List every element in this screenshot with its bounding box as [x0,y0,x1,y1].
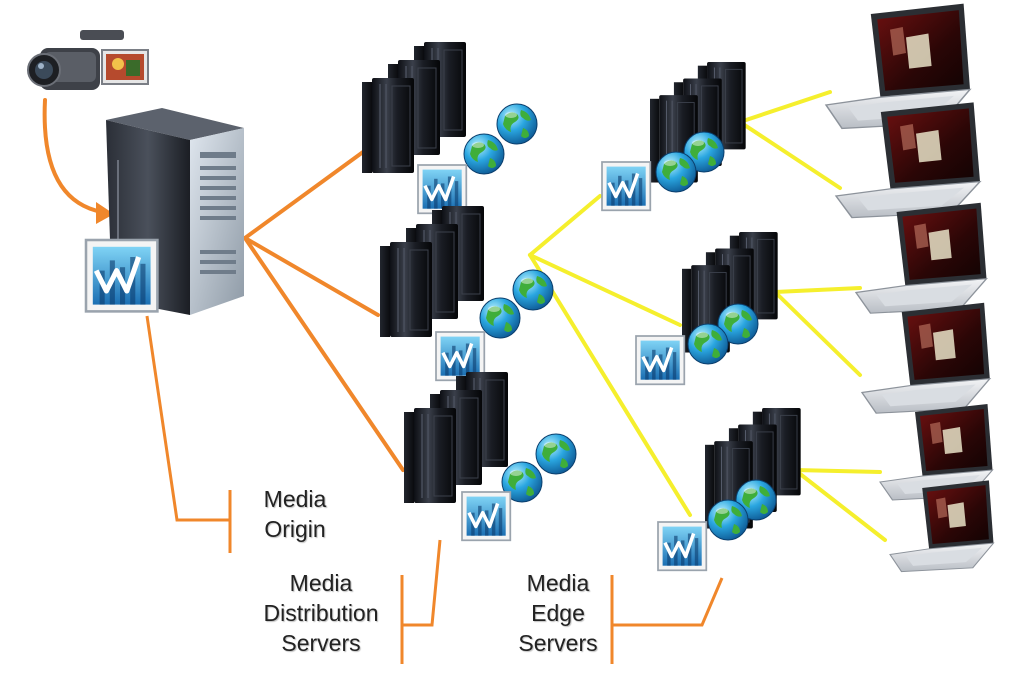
media-origin-line2: Origin [264,516,326,542]
media-distribution-line2: Distribution [263,600,379,626]
globe-icon [463,133,505,175]
media-distribution-label: Media Distribution Servers [248,568,394,658]
globe-icon [655,151,697,193]
laptop-icon [855,202,988,314]
media-server-logo-icon [634,334,687,387]
media-edge-label: Media Edge Servers [506,568,610,658]
server-rack-icon [362,42,466,173]
laptop-icon [861,302,991,414]
distribution-server-1 [362,42,466,173]
distribution-server-2 [380,206,484,337]
media-edge-line1: Media [526,570,590,596]
media-server-logo-icon [460,490,513,543]
media-server-logo-icon [656,520,709,573]
globe-icon [707,499,749,541]
media-distribution-line1: Media [289,570,353,596]
distribution-server-3 [404,372,508,503]
media-server-logo-icon [600,160,653,213]
origin-links [42,98,405,472]
origin-server-icon [106,108,244,315]
media-distribution-line3: Servers [281,630,361,656]
globe-icon [496,103,538,145]
server-rack-icon [404,372,508,503]
globe-icon [535,433,577,475]
globe-icon [687,323,729,365]
edge-links [528,90,887,542]
media-edge-line3: Servers [518,630,598,656]
media-origin-label: Media Origin [240,484,350,544]
media-edge-line2: Edge [531,600,585,626]
label-brackets [145,315,724,664]
globe-icon [512,269,554,311]
globe-icon [479,297,521,339]
server-rack-icon [380,206,484,337]
media-server-logo-icon [86,240,157,311]
video-camera-icon [27,30,149,90]
media-origin-line1: Media [263,486,327,512]
